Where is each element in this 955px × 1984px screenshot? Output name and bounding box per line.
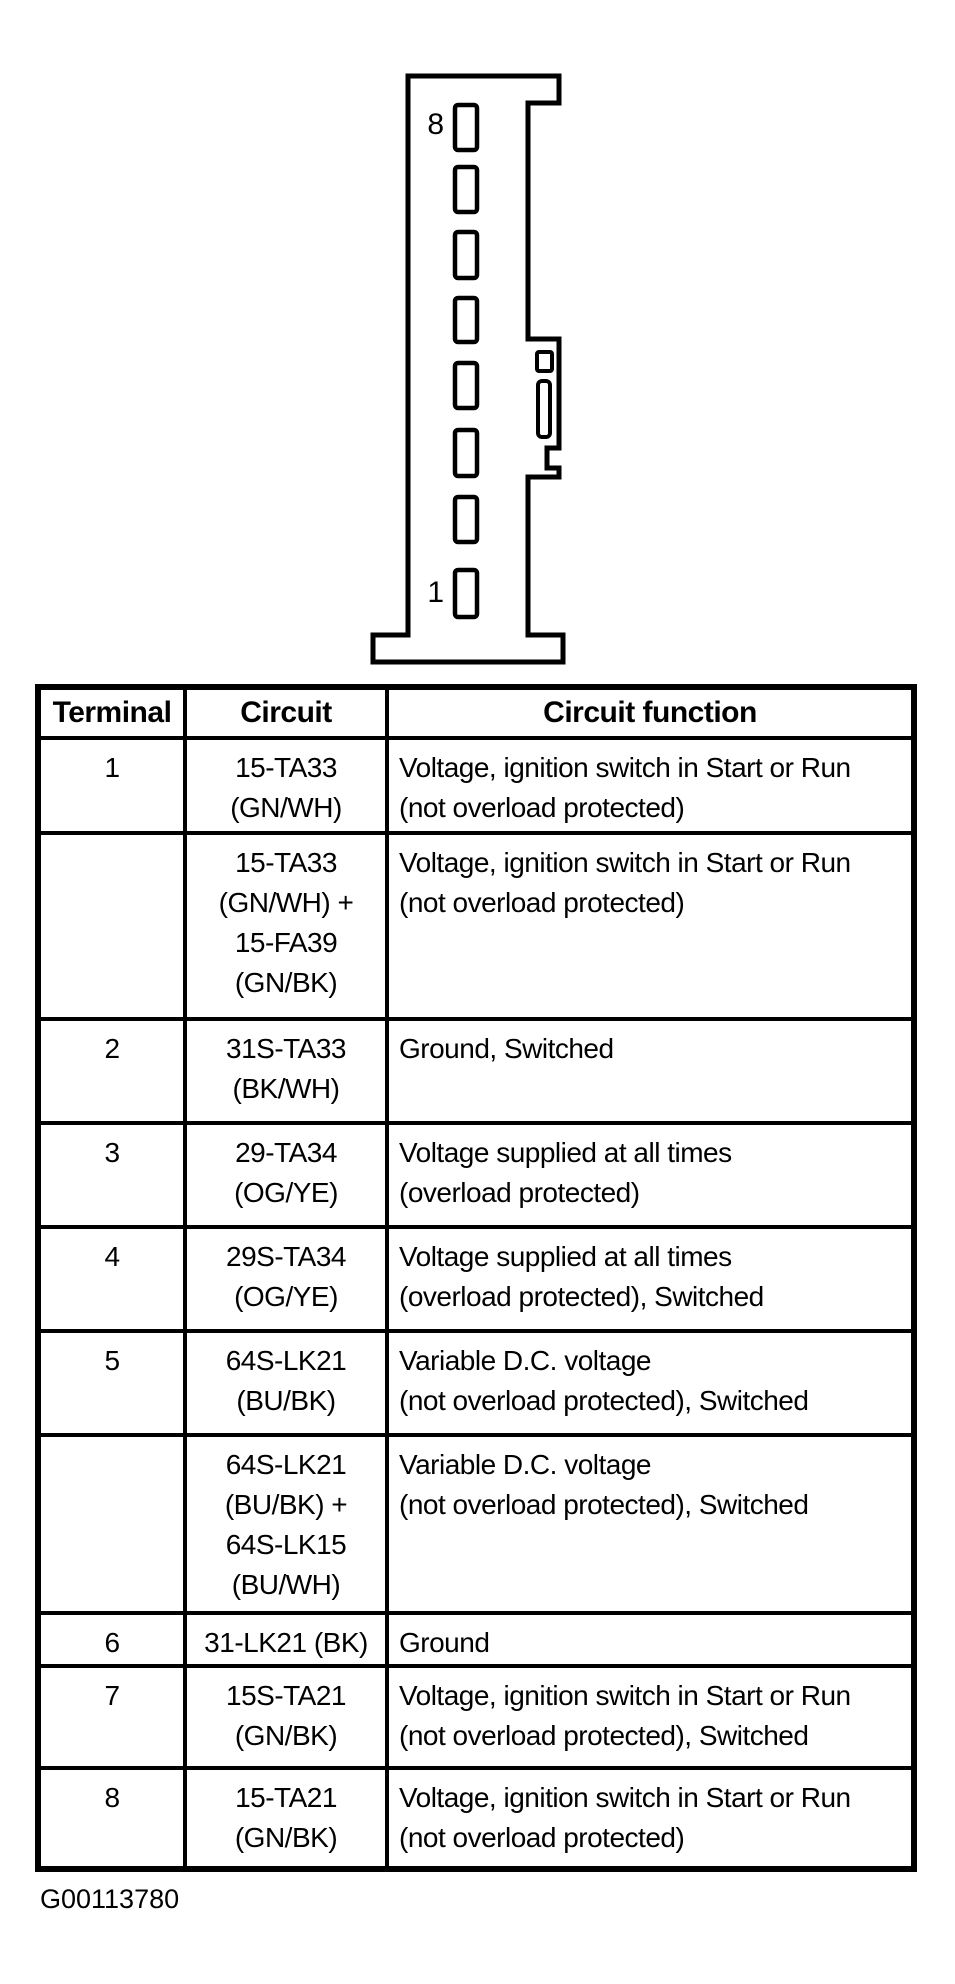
circuit-cell: 15S-TA21 (GN/BK) (183, 1664, 389, 1770)
table-row: 15-TA33 (GN/WH) + 15-FA39 (GN/BK)Voltage… (36, 831, 916, 1021)
lock-tab-slot-tall (536, 379, 552, 439)
circuit-cell: 29-TA34 (OG/YE) (183, 1121, 389, 1229)
header-cell-terminal: Terminal (36, 685, 187, 740)
function-cell: Variable D.C. voltage (not overload prot… (385, 1329, 916, 1437)
header-row: Terminal Circuit Circuit function (36, 685, 916, 740)
function-cell: Voltage, ignition switch in Start or Run… (385, 736, 916, 835)
terminal-cell (36, 831, 187, 1021)
lock-tab-slot-small (535, 350, 554, 373)
terminal-cell: 3 (36, 1121, 187, 1229)
terminal-cell: 4 (36, 1225, 187, 1333)
function-cell: Variable D.C. voltage (not overload prot… (385, 1433, 916, 1615)
terminal-cell (36, 1433, 187, 1615)
terminal-cell: 8 (36, 1766, 187, 1871)
header-cell-circuit: Circuit (183, 685, 389, 740)
circuit-cell: 64S-LK21 (BU/BK) (183, 1329, 389, 1437)
circuit-cell: 15-TA21 (GN/BK) (183, 1766, 389, 1871)
function-cell: Voltage, ignition switch in Start or Run… (385, 1766, 916, 1871)
circuit-cell: 31S-TA33 (BK/WH) (183, 1017, 389, 1125)
function-cell: Voltage supplied at all times (overload … (385, 1121, 916, 1229)
pin-slot-2 (452, 494, 480, 545)
terminal-cell: 2 (36, 1017, 187, 1125)
circuit-cell: 15-TA33 (GN/WH) + 15-FA39 (GN/BK) (183, 831, 389, 1021)
circuit-cell: 64S-LK21 (BU/BK) + 64S-LK15 (BU/WH) (183, 1433, 389, 1615)
connector-diagram: 8 1 (370, 73, 566, 665)
pin-slot-1 (452, 567, 480, 620)
terminal-cell: 1 (36, 736, 187, 835)
header-cell-circuit-function: Circuit function (385, 685, 916, 740)
function-cell: Voltage, ignition switch in Start or Run… (385, 1664, 916, 1770)
figure-id: G00113780 (40, 1884, 180, 1914)
pinout-table-head: Terminal Circuit Circuit function (36, 685, 916, 740)
pin-slot-3 (452, 427, 480, 479)
terminal-cell: 6 (36, 1611, 187, 1668)
function-cell: Ground, Switched (385, 1017, 916, 1125)
pin-slot-4 (452, 360, 480, 411)
circuit-cell: 31-LK21 (BK) (183, 1611, 389, 1668)
pin-slot-6 (452, 229, 480, 281)
terminal-cell: 5 (36, 1329, 187, 1437)
pin-slot-7 (452, 164, 480, 215)
circuit-cell: 15-TA33 (GN/WH) (183, 736, 389, 835)
function-cell: Voltage supplied at all times (overload … (385, 1225, 916, 1333)
circuit-cell: 29S-TA34 (OG/YE) (183, 1225, 389, 1333)
terminal-cell: 7 (36, 1664, 187, 1770)
pin-label-top: 8 (427, 108, 444, 141)
function-cell: Voltage, ignition switch in Start or Run… (385, 831, 916, 1021)
pin-slot-8 (452, 102, 480, 153)
function-cell: Ground (385, 1611, 916, 1668)
pin-slot-5 (452, 295, 480, 345)
pin-label-bottom: 1 (427, 576, 444, 609)
table-row: 64S-LK21 (BU/BK) + 64S-LK15 (BU/WH)Varia… (36, 1433, 916, 1615)
